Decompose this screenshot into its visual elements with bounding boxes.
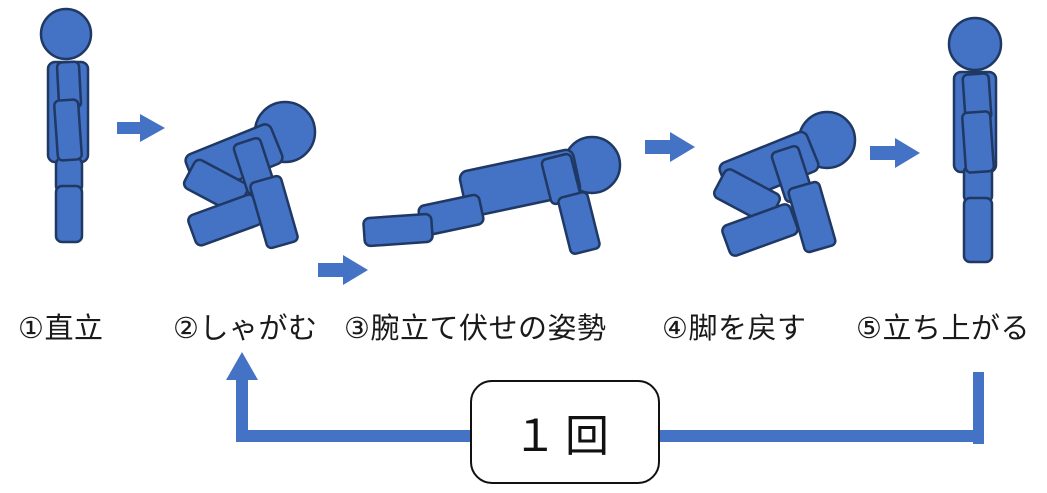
step-label-3: ③腕立て伏せの姿勢 xyxy=(344,311,607,345)
arrow-right-icon xyxy=(870,138,920,168)
figure-squatting xyxy=(182,100,317,250)
step-label-2: ②しゃがむ xyxy=(173,311,318,345)
step-label-1: ①直立 xyxy=(18,311,104,345)
arrow-right-icon xyxy=(117,114,165,142)
figure-standing-up xyxy=(947,16,1003,264)
arrow-right-icon xyxy=(318,255,368,285)
step-label-5: ⑤立ち上がる xyxy=(856,311,1030,345)
figure-plank xyxy=(362,135,622,255)
repetition-count-box: １回 xyxy=(470,380,660,484)
loop-arrow xyxy=(226,352,984,444)
arrow-up-icon xyxy=(226,352,258,380)
repetition-count-label: １回 xyxy=(513,411,617,462)
step-label-4: ④脚を戻す xyxy=(662,311,807,345)
figure-legs-returned xyxy=(712,110,857,257)
figure-standing xyxy=(39,7,93,244)
arrow-right-icon xyxy=(645,132,695,162)
